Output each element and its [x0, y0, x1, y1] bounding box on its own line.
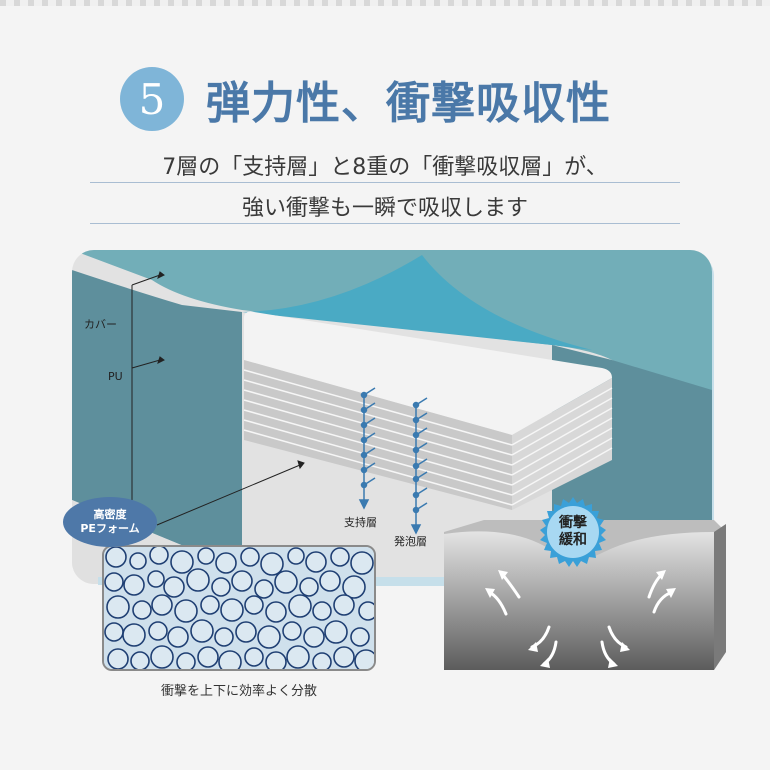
label-foam-layer: 発泡層 [394, 535, 427, 548]
starburst-icon [540, 497, 606, 567]
foam-caption: 衝撃を上下に効率よく分散 [160, 684, 317, 699]
foam-closeup-image [102, 545, 376, 671]
pe-foam-label-bubble: 高密度 PEフォーム [63, 497, 157, 547]
section-number-badge: 5 [120, 67, 184, 131]
impact-badge-line-1: 衝撃 [559, 515, 587, 531]
subtitle-line-2: 強い衝撃も一瞬で吸収します [241, 196, 528, 221]
foam-bubbles-graphic [104, 547, 374, 669]
impact-absorption-graphic [444, 512, 726, 670]
top-dashed-border [0, 0, 770, 6]
pe-label-line-1: 高密度 [93, 508, 127, 521]
label-cover: カバー [84, 318, 117, 331]
subtitle-line-1: 7層の「支持層」と8重の「衝撃吸収層」が、 [162, 155, 608, 180]
pe-label-line-2: PEフォーム [80, 522, 140, 535]
divider [90, 223, 680, 224]
section-title: 弾力性、衝撃吸収性 [206, 78, 611, 129]
section-heading: 5 弾力性、衝撃吸収性 [120, 67, 611, 131]
label-support-layer: 支持層 [344, 516, 377, 529]
divider [90, 182, 680, 183]
label-pu: PU [108, 370, 123, 383]
impact-badge-line-2: 緩和 [559, 532, 587, 548]
impact-mitigation-badge: 衝撃 緩和 [538, 497, 608, 567]
